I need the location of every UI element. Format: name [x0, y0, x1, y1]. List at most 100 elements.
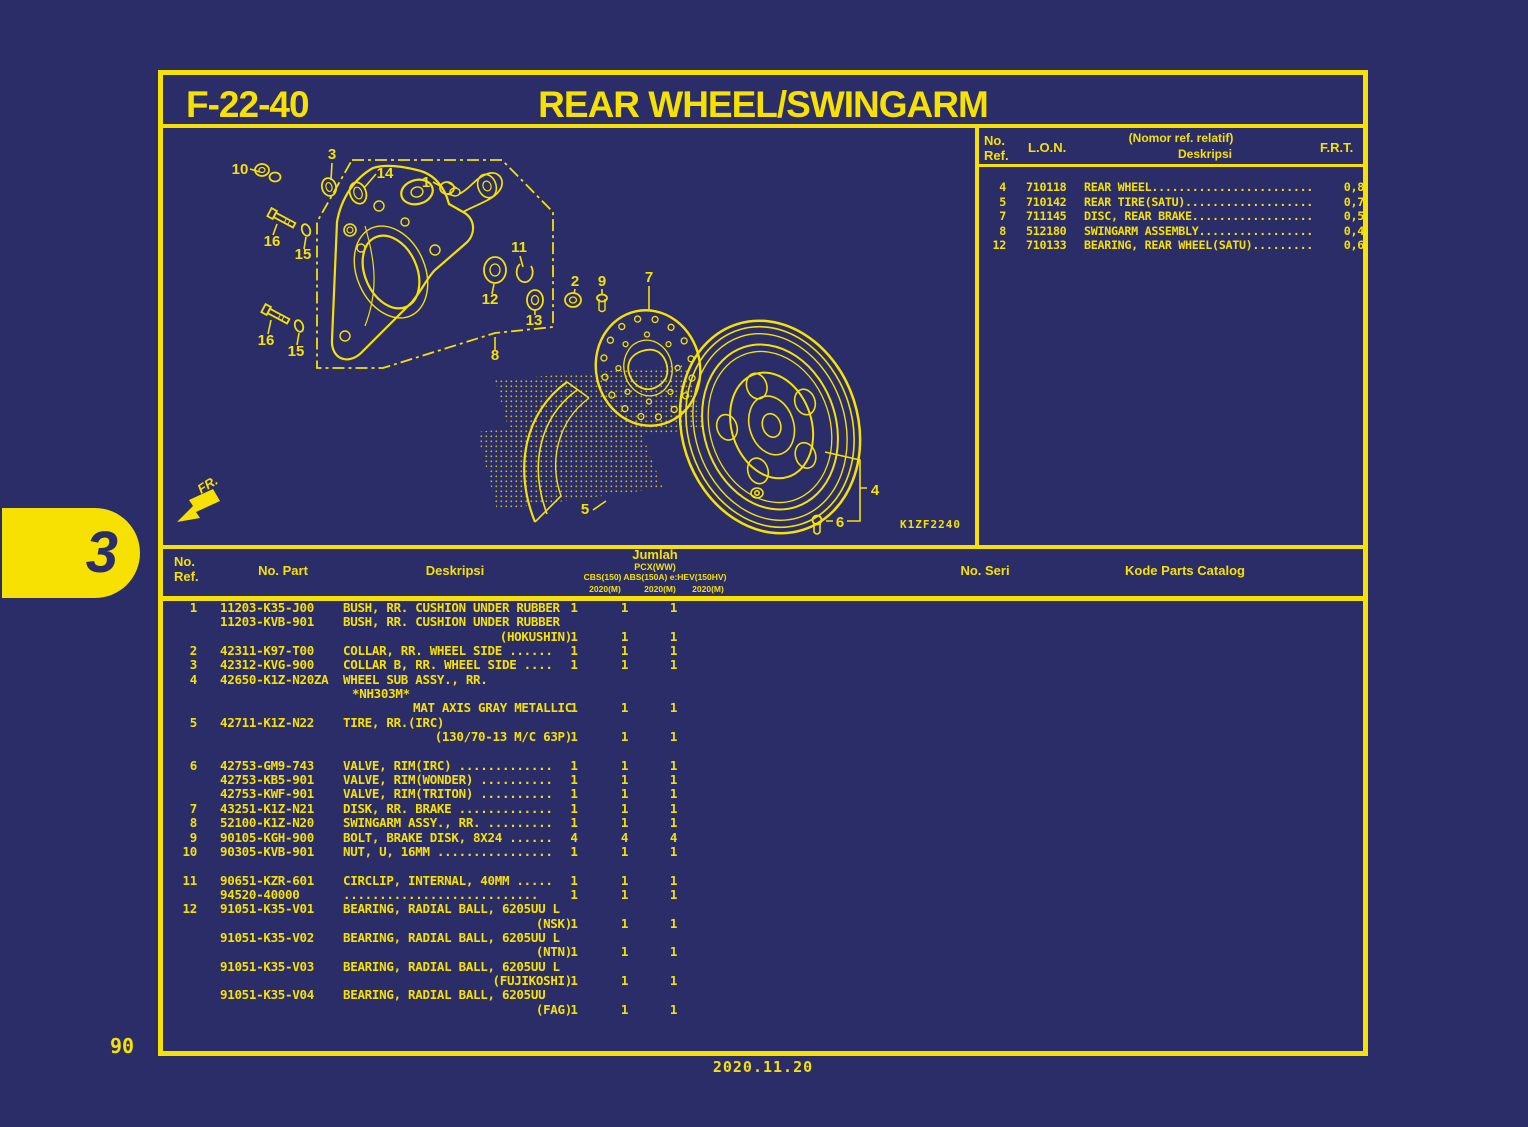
parts-qty-cell: 1 [620, 600, 629, 615]
callout-leader-line [296, 332, 300, 346]
parts-qty-cell: 1 [570, 944, 578, 960]
fr-arrow-label: FR. [195, 473, 221, 497]
parts-desc-cell: MAT AXIS GRAY METALLIC [413, 701, 572, 716]
frt-ref-cell: 5 [999, 194, 1006, 209]
parts-desc-cell: (HOKUSHIN) [499, 629, 572, 644]
frt-ref-cell: 4 [999, 180, 1006, 194]
stipple-shadow [477, 365, 705, 510]
parts-desc-cell: CIRCLIP, INTERNAL, 40MM ..... [343, 873, 553, 888]
parts-desc-cell: BEARING, RADIAL BALL, 6205UU L [343, 902, 560, 917]
parts-ref-cell: 9 [189, 829, 198, 845]
callout-number: 15 [288, 343, 305, 360]
parts-desc-cell: COLLAR, RR. WHEEL SIDE ...... [343, 644, 553, 659]
parts-ref-cell: 8 [189, 815, 198, 831]
callout-leader-line [519, 255, 524, 268]
parts-partno-cell: 42312-KVG-900 [220, 657, 314, 673]
frt-header-separator-line [975, 164, 1367, 167]
parts-partno-cell: 11203-KVB-901 [220, 614, 314, 630]
frt-frt-cell: 0,4 [1343, 223, 1365, 238]
parts-ref-cell: 1 [189, 600, 198, 615]
frt-ref-cell: 7 [999, 209, 1006, 224]
parts-desc-cell: (NSK) [535, 916, 572, 931]
frt-lon-cell: 711145 [1026, 209, 1067, 224]
callout-number: 10 [232, 161, 249, 178]
parts-qty-cell: 1 [669, 657, 678, 673]
parts-header-year-3: 2020(M) [692, 584, 724, 594]
parts-ref-cell: 10 [182, 843, 198, 859]
frt-frt-cell: 0,6 [1343, 238, 1365, 253]
parts-header-year-1: 2020(M) [589, 584, 621, 594]
frt-row: 7 711145 DISC, REAR BRAKE.................… [978, 209, 1370, 224]
parts-partno-cell: 91051-K35-V03 [220, 958, 314, 974]
parts-header-year-2: 2020(M) [644, 584, 676, 594]
frt-ref-cell: 8 [999, 223, 1006, 238]
frt-header-frt: F.R.T. [1320, 140, 1354, 155]
title-separator-line [163, 124, 1363, 128]
parts-qty-cell: 1 [669, 786, 678, 802]
parts-partno-cell: 42753-KB5-901 [220, 772, 314, 788]
fr-arrow: FR. [177, 473, 220, 522]
parts-qty-cell: 1 [620, 700, 629, 716]
callout-number: 13 [526, 312, 543, 329]
frt-header-ref: No. Ref. [984, 133, 1009, 163]
parts-qty-cell: 1 [669, 772, 678, 788]
parts-desc-cell: WHEEL SUB ASSY., RR. [343, 672, 488, 687]
parts-desc-cell: (NTN) [535, 945, 572, 960]
frt-desc-cell: DISC, REAR BRAKE.................. [1084, 209, 1314, 224]
frt-table-body: 4 710118 REAR WHEEL.......................… [978, 180, 1370, 253]
parts-qty-cell: 1 [570, 757, 578, 773]
frt-lon-cell: 512180 [1026, 223, 1067, 238]
swingarm-drawing [330, 164, 503, 361]
parts-desc-cell: *NH303M* [352, 687, 410, 702]
parts-partno-cell: 42753-GM9-743 [220, 757, 314, 773]
parts-header-model: PCX(WW) [634, 562, 676, 572]
parts-partno-cell: 91051-K35-V02 [220, 929, 314, 945]
parts-qty-cell: 1 [620, 729, 629, 745]
parts-qty-cell: 1 [620, 772, 629, 788]
page-code: F-22-40 [186, 84, 310, 125]
parts-qty-cell: 1 [669, 800, 678, 816]
frt-lon-cell: 710118 [1026, 180, 1067, 194]
parts-row-spacer [167, 859, 1363, 873]
callout-leader-line [432, 181, 443, 188]
parts-qty-cell: 1 [620, 915, 629, 931]
callout-leader-line [303, 236, 307, 250]
frt-header-nomor: (Nomor ref. relatif) [1128, 131, 1234, 145]
parts-desc-cell: DISK, RR. BRAKE ............. [343, 801, 553, 816]
callout-4-bracket [824, 451, 867, 522]
parts-ref-cell: 6 [189, 757, 198, 773]
frt-desc-cell: REAR WHEEL........................ [1084, 180, 1314, 194]
parts-partno-cell: 42650-K1Z-N20ZA [220, 671, 329, 687]
parts-desc-cell: VALVE, RIM(TRITON) .......... [343, 787, 553, 802]
parts-desc-cell: SWINGARM ASSY., RR. ......... [343, 816, 553, 831]
section-tab: 3 [2, 508, 140, 598]
parts-desc-cell: VALVE, RIM(IRC) ............. [343, 758, 553, 773]
parts-qty-cell: 1 [570, 700, 578, 716]
callout-number: 15 [295, 246, 312, 263]
frt-row: 4 710118 REAR WHEEL.......................… [978, 180, 1370, 195]
parts-partno-cell: 90305-KVB-901 [220, 843, 314, 859]
frt-header-lon: L.O.N. [1028, 140, 1067, 155]
parts-qty-cell: 1 [669, 1001, 678, 1017]
parts-qty-cell: 1 [669, 972, 678, 988]
section-tab-number: 3 [85, 520, 118, 585]
parts-qty-cell: 1 [669, 843, 678, 859]
parts-qty-cell: 4 [669, 829, 678, 845]
parts-qty-cell: 1 [570, 972, 578, 988]
parts-partno-cell: 94520-40000 [220, 886, 300, 902]
parts-desc-cell: TIRE, RR.(IRC) [343, 715, 445, 730]
frt-lon-cell: 710142 [1026, 194, 1067, 209]
parts-qty-cell: 1 [570, 729, 578, 745]
parts-desc-cell: (130/70-13 M/C 63P) [434, 730, 572, 745]
parts-qty-cell: 1 [620, 757, 629, 773]
parts-ref-cell: 3 [189, 657, 198, 673]
parts-qty-cell: 1 [669, 757, 678, 773]
parts-desc-cell: (FUJIKOSHI) [492, 973, 572, 988]
